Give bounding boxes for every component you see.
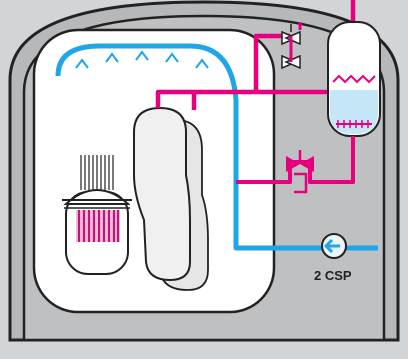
spray-header-line (55, 43, 322, 251)
relief-valve-lines (289, 22, 302, 62)
relief-valves (281, 24, 301, 70)
valve-actuator (294, 172, 308, 194)
pressurizer-relief-valve (286, 150, 314, 172)
containment-spray-pump (321, 233, 378, 259)
pressurizer-tank (327, 0, 381, 137)
steam-generator (133, 106, 191, 282)
reactor-core (76, 210, 120, 242)
control-rod-drives (80, 155, 114, 190)
spray-nozzles (75, 50, 209, 69)
pump-label: 2 CSP (314, 268, 352, 283)
